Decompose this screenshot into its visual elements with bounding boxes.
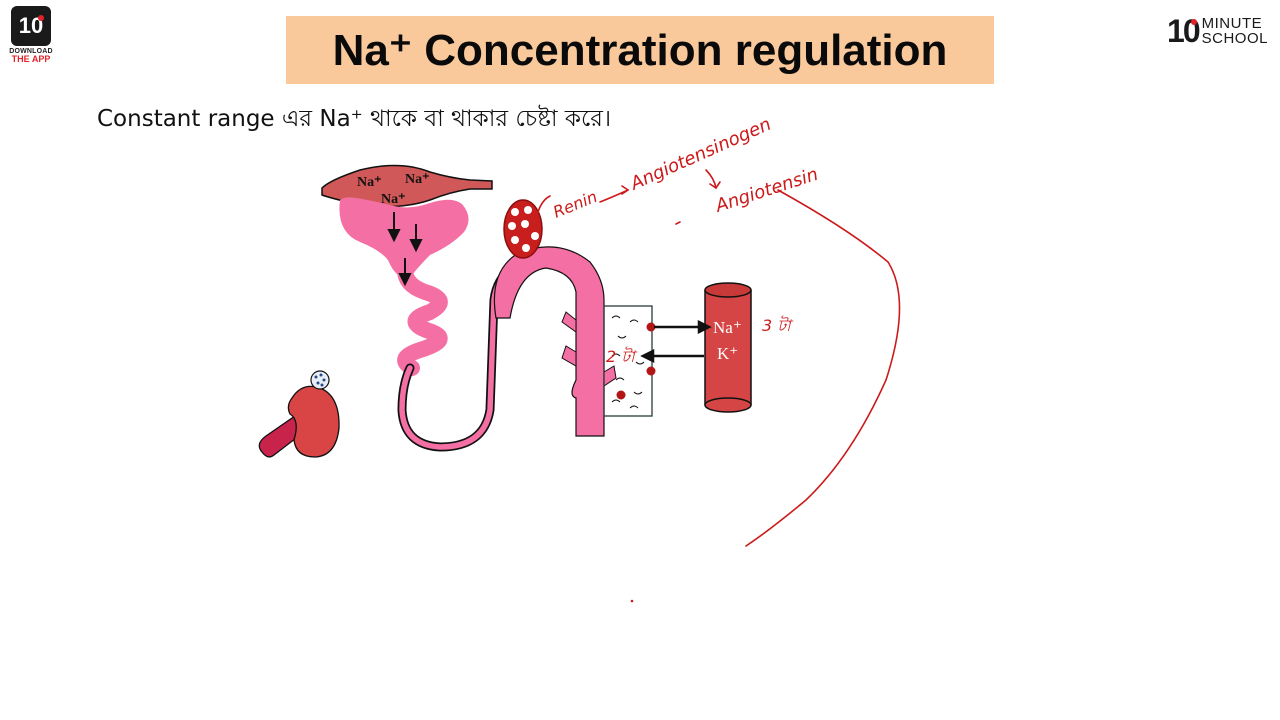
tubule-arrows <box>387 212 423 287</box>
badge-line-the-app: THE APP <box>11 54 51 64</box>
pump-arrows <box>640 319 712 364</box>
logo-dot-icon <box>38 15 44 21</box>
download-app-badge[interactable]: 10 DOWNLOAD THE APP <box>8 6 54 64</box>
annotation-angiotensin: Angiotensin <box>712 164 821 217</box>
annotation-angiotensinogen: Angiotensinogen <box>627 114 775 195</box>
pump-dot-2 <box>646 366 656 376</box>
ten-minute-school-logo-icon: 10 <box>11 6 51 46</box>
brand-line-school: SCHOOL <box>1201 30 1268 47</box>
na-label-2: Na⁺ <box>405 172 430 187</box>
pump-dot-3 <box>616 390 626 400</box>
badge-line-download: DOWNLOAD <box>9 48 53 55</box>
collecting-duct-branch-1 <box>561 311 577 333</box>
page-title: Na⁺ Concentration regulation <box>332 25 948 75</box>
capillary-k-label: K⁺ <box>717 344 738 363</box>
subtitle-text: Constant range এর Na⁺ থাকে বা থাকার চেষ্… <box>97 106 612 132</box>
na-count-label: 3 টা <box>762 315 794 335</box>
brand-logo: 10 MINUTE SCHOOL <box>1167 12 1268 49</box>
stray-mark <box>630 599 634 603</box>
distal-tubule <box>493 246 605 437</box>
na-label-3: Na⁺ <box>381 192 406 207</box>
kidney-icon <box>258 370 340 458</box>
na-label-1: Na⁺ <box>357 175 382 190</box>
annotation-renin: Renin <box>550 187 599 222</box>
peritubular-capillary <box>704 282 752 413</box>
collecting-duct-branch-2 <box>561 345 577 367</box>
title-banner: Na⁺ Concentration regulation <box>286 16 994 84</box>
proximal-convoluted-tubule <box>397 262 448 376</box>
k-count-label: 2 টা <box>606 346 638 366</box>
bowmans-capsule <box>339 197 469 275</box>
pump-squiggles <box>611 315 645 409</box>
juxtaglomerular-cells <box>503 199 543 259</box>
hand-annotations <box>537 169 901 547</box>
brand-words: MINUTE SCHOOL <box>1202 16 1268 46</box>
pump-dot-1 <box>646 322 656 332</box>
brand-number: 10 <box>1167 12 1201 49</box>
capillary-na-label: Na⁺ <box>713 318 742 337</box>
brand-dot-icon <box>1190 18 1197 25</box>
brand-line-minute: MINUTE <box>1201 15 1263 32</box>
collecting-duct-branch-3 <box>603 365 617 387</box>
